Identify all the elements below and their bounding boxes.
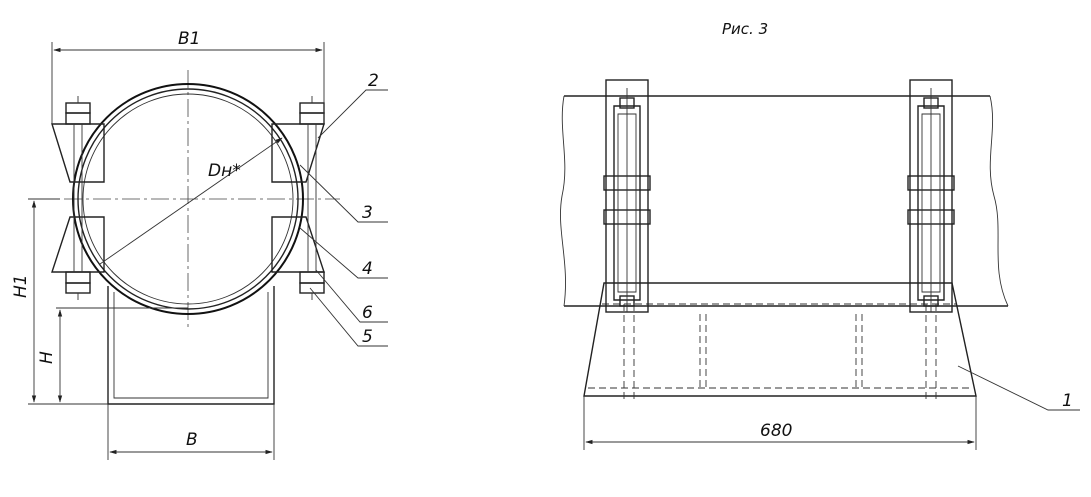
- callout-5-leader: [309, 287, 388, 347]
- support-bracket-outer: [107, 286, 275, 405]
- dim-680-label: 680: [760, 421, 792, 441]
- dim-h1-label: H1: [11, 274, 31, 298]
- callout-6: 6: [362, 303, 373, 323]
- pipe-break-left: [560, 95, 566, 307]
- callout-4: 4: [362, 259, 373, 279]
- callout-4-leader: [299, 227, 388, 279]
- left-upper-wedge: [51, 123, 105, 183]
- dim-h-label: H: [37, 351, 57, 364]
- callout-6-leader: [315, 269, 388, 323]
- callout-5: 5: [362, 327, 373, 347]
- figure-caption: Рис. 3: [722, 20, 768, 38]
- dim-b1-label: B1: [178, 29, 200, 49]
- support-bracket-inner: [113, 292, 269, 399]
- right-bottom-nut: [299, 271, 325, 300]
- right-side-view: 680 1: [560, 79, 1080, 450]
- dim-b-label: B: [186, 430, 198, 450]
- shell-inner: [82, 93, 294, 305]
- support-base: [583, 282, 977, 397]
- left-lower-wedge: [51, 216, 105, 273]
- left-bottom-nut: [65, 271, 91, 300]
- callout-3: 3: [362, 203, 373, 223]
- callout-3-leader: [299, 164, 388, 223]
- left-top-nut: [65, 96, 91, 125]
- pipe-break-right: [989, 95, 1009, 307]
- pipe-outline: [72, 83, 304, 315]
- left-section-view: Dн* B1 B H1 H 2 3 4 6 5: [11, 29, 388, 460]
- shell-outer: [77, 88, 299, 310]
- diameter-label: Dн*: [208, 161, 241, 181]
- callout-1-leader: [957, 365, 1080, 411]
- diameter-dim-line: [99, 137, 283, 265]
- right-clamp-assembly: [907, 79, 955, 313]
- right-top-nut: [299, 96, 325, 125]
- callout-2: 2: [368, 71, 379, 91]
- callout-1: 1: [1062, 391, 1073, 411]
- left-clamp-assembly: [603, 79, 651, 313]
- callout-2-leader: [317, 89, 388, 139]
